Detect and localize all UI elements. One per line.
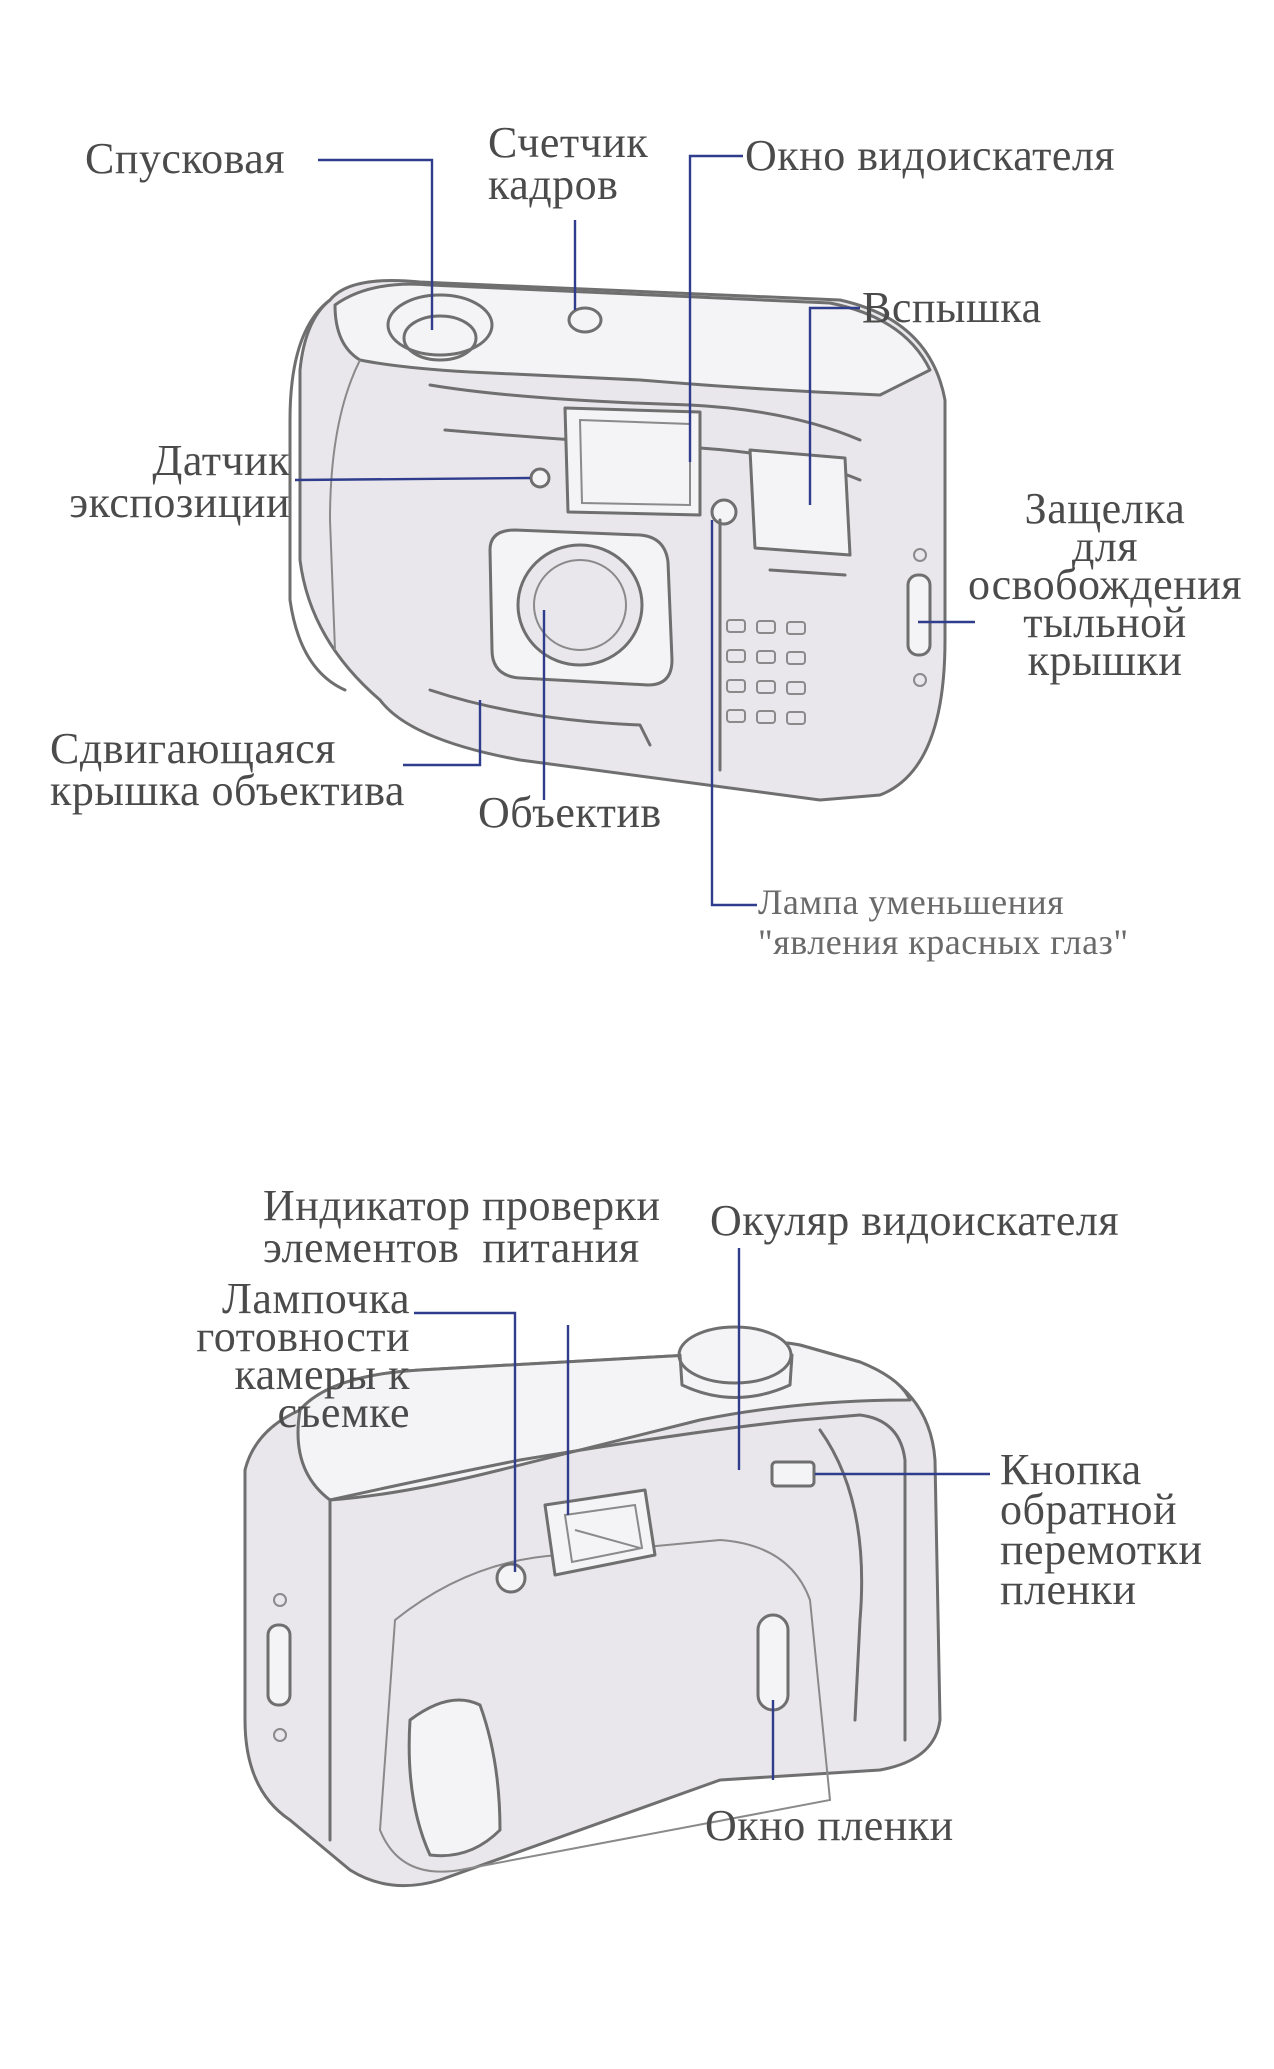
back-side-latch xyxy=(266,1623,292,1707)
label-rewind-button: Кнопка обратной перемотки пленки xyxy=(1000,1445,1203,1614)
front-leader-lines xyxy=(294,154,975,907)
label-ready-lamp: Лампочка готовности камеры к съемке xyxy=(196,1274,410,1437)
back-cover-latch xyxy=(906,573,932,657)
back-camera-drawing xyxy=(243,1325,942,1888)
front-button-grid xyxy=(726,619,806,725)
frame-counter-window xyxy=(567,306,603,334)
label-exposure-sensor: Датчик экспозиции xyxy=(69,436,290,527)
label-viewfinder-window: Окно видоискателя xyxy=(745,131,1116,180)
red-eye-lamp-dot xyxy=(710,498,738,526)
exposure-sensor-dot xyxy=(529,467,551,489)
label-lens-cover: Сдвигающаяся крышка объектива xyxy=(50,724,405,815)
eyepiece xyxy=(543,1488,657,1577)
label-eyepiece: Окуляр видоискателя xyxy=(710,1196,1120,1245)
label-film-window: Окно пленки xyxy=(705,1801,954,1850)
back-grip-pad xyxy=(407,1698,502,1858)
label-back-cover-latch: Защелка для освобождения тыльной крышки xyxy=(967,484,1243,685)
label-frame-counter: Счетчик кадров xyxy=(488,118,649,209)
back-door-panel xyxy=(378,1538,832,1873)
front-shutter-button xyxy=(386,293,494,357)
front-camera-drawing xyxy=(288,278,947,802)
front-viewfinder-window xyxy=(563,406,702,517)
label-flash: Вспышка xyxy=(862,283,1042,332)
film-window xyxy=(756,1613,790,1712)
ready-lamp-dot xyxy=(495,1562,527,1594)
label-battery-indicator: Индикатор проверки элементов питания xyxy=(263,1181,661,1272)
label-red-eye-lamp: Лампа уменьшения "явления красных глаз" xyxy=(758,882,1129,962)
back-shutter-button xyxy=(677,1325,793,1385)
front-left-grip xyxy=(288,298,347,692)
label-shutter: Спусковая xyxy=(85,134,286,183)
lens-circle xyxy=(516,543,644,667)
flash-window xyxy=(748,448,852,557)
label-lens: Объектив xyxy=(478,788,662,837)
back-leader-lines xyxy=(414,1248,990,1780)
rewind-button xyxy=(770,1460,816,1488)
